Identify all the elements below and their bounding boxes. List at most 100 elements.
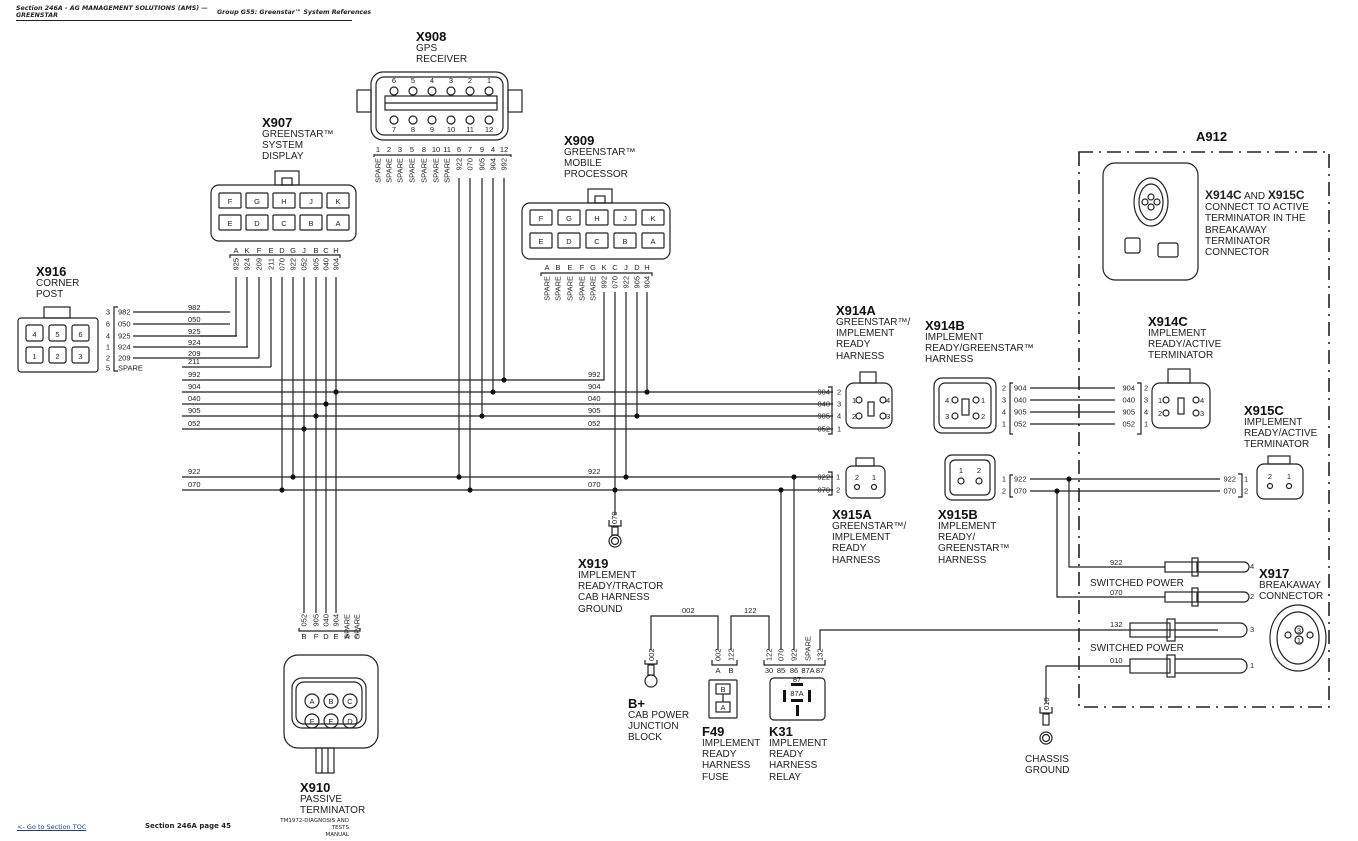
x916-cavity-label: 3 — [78, 352, 82, 361]
x907-pin-wire: 070 — [278, 258, 287, 271]
x910-pin: F — [314, 632, 319, 641]
x909-pin-wire: SPARE — [589, 276, 598, 301]
x909-pin-wire: 070 — [611, 276, 620, 289]
splice-dot — [501, 377, 507, 383]
x914b-pin: 3 — [1002, 396, 1006, 405]
x914c-pin-wire: 040 — [1122, 396, 1135, 405]
x916-cavity — [71, 324, 90, 342]
x907-pin: C — [323, 246, 329, 255]
x909-pin: K — [601, 263, 606, 272]
x909-pin: A — [544, 263, 549, 272]
a912-label: A912 — [1196, 129, 1228, 144]
x909-pin-wire: SPARE — [543, 276, 552, 301]
x910-cavity-label: C — [347, 697, 353, 706]
x914a-cav: 1 — [852, 396, 856, 405]
k31-term-label: 87 — [793, 675, 801, 684]
x909-cavity-label: B — [622, 237, 627, 246]
x914a-cav: 3 — [886, 412, 890, 421]
pin — [1147, 203, 1155, 211]
x916-wire-label-050: 050 — [188, 315, 201, 324]
x914b-cav: 4 — [945, 396, 949, 405]
x908-pin-wire: SPARE — [443, 158, 452, 183]
x908-pin: 6 — [457, 145, 461, 154]
splice-dots — [279, 377, 1072, 494]
bus-wire-label-992: 992 — [588, 370, 601, 379]
x908-pin-number: 11 — [466, 125, 474, 134]
x914c-pin — [1192, 409, 1200, 417]
x916-cavity-label: 5 — [55, 330, 59, 339]
x910-pin: C — [354, 632, 360, 641]
bus-wire-label-052: 052 — [588, 419, 601, 428]
x917-face-inner — [1276, 611, 1320, 665]
x914c-body — [1151, 382, 1211, 429]
k31-term-label: 87A — [790, 689, 803, 698]
x910-seal-inner — [295, 681, 363, 725]
bus-wire-label-905: 905 — [188, 406, 201, 415]
x908-pin-number: 3 — [449, 76, 453, 85]
x909-cavity-label: E — [538, 237, 543, 246]
x917-pin1-barrel — [1129, 658, 1171, 674]
x909-cavity-label: A — [650, 237, 655, 246]
x907-pin-wire: 052 — [300, 258, 309, 271]
x909-pin: H — [644, 263, 649, 272]
go-to-section-toc-link[interactable]: <- Go to Section TOC — [17, 823, 87, 831]
x907-cavity — [299, 192, 323, 209]
breakaway-connector-icon — [1133, 177, 1169, 227]
x914a-cav: 2 — [852, 412, 856, 421]
x908-pin-wire: SPARE — [374, 158, 383, 183]
x908-pin-hole — [427, 86, 437, 96]
x914b-key — [961, 398, 970, 416]
x915c-cav: 1 — [1287, 472, 1291, 481]
x915a-bracket — [828, 471, 833, 496]
x910-pin-wire: SPARE — [343, 614, 352, 639]
x914a-pin-wire: 040 — [817, 400, 830, 409]
x915a-pin-wire: 070 — [817, 486, 830, 495]
x909-pin: D — [634, 263, 640, 272]
x908-pin-wire: 905 — [478, 158, 487, 171]
x907-pin-wire: 211 — [267, 258, 276, 270]
x909-pin: G — [590, 263, 596, 272]
x914a-pin-wire: 905 — [817, 412, 830, 421]
x908-pin: 1 — [376, 145, 380, 154]
x909-cavity — [613, 209, 637, 226]
x910-cavity-label: E — [328, 717, 333, 726]
x908-pin-number: 9 — [430, 125, 434, 134]
x907-latch-inner — [281, 177, 293, 186]
mini-2pin-icon — [1157, 242, 1179, 258]
bus-wire-label-070: 070 — [188, 480, 201, 489]
x917-face-pin3 — [1294, 625, 1304, 635]
x908-pin-number: 10 — [447, 125, 455, 134]
x909-pin-wire: 922 — [622, 276, 631, 289]
x917-pin3-collar — [1166, 618, 1176, 642]
x915a-pin: 2 — [836, 486, 840, 495]
x907-cavity-label: C — [281, 219, 287, 228]
mini-4pin-icon — [1124, 237, 1141, 254]
x908-pin-wire: 070 — [466, 158, 475, 171]
x907-cavity — [272, 214, 296, 231]
f49-bracket — [711, 660, 738, 666]
wire-002 — [650, 615, 719, 650]
x914c-latch — [1167, 368, 1191, 384]
x908-pin-hole — [446, 86, 456, 96]
x915a-pin — [853, 483, 861, 491]
x910-cavity-label: A — [309, 697, 314, 706]
x910-cavity-label: D — [347, 717, 353, 726]
x914a-pin-wire: 052 — [817, 425, 830, 434]
x909-cavity — [585, 209, 609, 226]
x908-pin-hole — [484, 115, 494, 125]
breakaway-connector-icon-inner — [1138, 183, 1164, 221]
x914a-pin — [879, 412, 887, 420]
x915b-bracket — [1009, 474, 1013, 498]
x917-pin1-pin: 1 — [1250, 661, 1254, 670]
splice-dot — [791, 474, 797, 480]
x908-pin-hole — [465, 86, 475, 96]
x908-pin-number: 8 — [411, 125, 415, 134]
x919-eyelet — [608, 534, 622, 548]
chassis-bracket — [1039, 707, 1053, 714]
